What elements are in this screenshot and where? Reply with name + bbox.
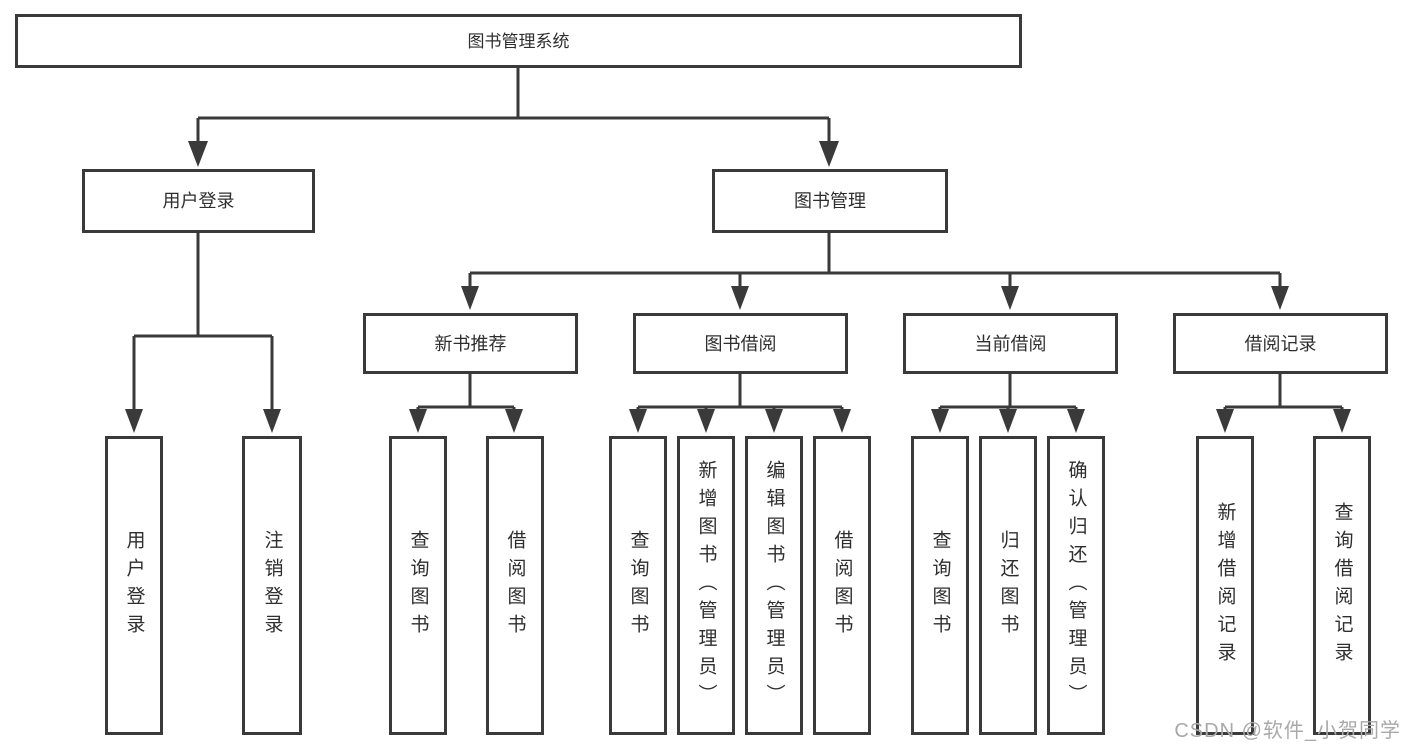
leaf-logout: 注销登录 [242, 436, 302, 735]
leaf-confirm-return-admin-label: 确认归还（管理员） [1065, 459, 1087, 712]
leaf-query-books-recommend: 查询图书 [389, 436, 447, 735]
leaf-user-login: 用户登录 [105, 436, 163, 735]
node-current-borrow-label: 当前借阅 [974, 333, 1047, 354]
leaf-return-books-label: 归还图书 [997, 529, 1019, 642]
leaf-query-books-recommend-label: 查询图书 [407, 529, 429, 642]
leaf-query-books-current-label: 查询图书 [929, 529, 951, 642]
leaf-logout-label: 注销登录 [261, 529, 283, 642]
node-book-borrow: 图书借阅 [633, 313, 848, 374]
leaf-borrow-books-recommend-label: 借阅图书 [504, 529, 526, 642]
leaf-query-books-current: 查询图书 [911, 436, 969, 735]
node-borrow-records-label: 借阅记录 [1244, 333, 1317, 354]
node-root-label: 图书管理系统 [467, 31, 570, 51]
leaf-query-borrow-record-label: 查询借阅记录 [1331, 501, 1353, 670]
node-book-management: 图书管理 [712, 169, 948, 233]
leaf-add-books-admin-label: 新增图书（管理员） [695, 459, 717, 712]
node-book-borrow-label: 图书借阅 [704, 333, 777, 354]
csdn-watermark: CSDN @软件_小贺同学 [1174, 720, 1401, 742]
node-book-management-label: 图书管理 [794, 191, 866, 211]
node-new-book-recommend: 新书推荐 [363, 313, 578, 374]
node-new-book-recommend-label: 新书推荐 [434, 333, 507, 354]
leaf-add-books-admin: 新增图书（管理员） [677, 436, 735, 735]
node-user-login: 用户登录 [82, 169, 315, 233]
node-borrow-records: 借阅记录 [1173, 313, 1388, 374]
leaf-query-books-borrow: 查询图书 [609, 436, 667, 735]
leaf-user-login-label: 用户登录 [123, 529, 145, 642]
node-current-borrow: 当前借阅 [903, 313, 1118, 374]
leaf-add-borrow-record-label: 新增借阅记录 [1214, 501, 1236, 670]
leaf-borrow-books-borrow: 借阅图书 [813, 436, 871, 735]
leaf-return-books: 归还图书 [979, 436, 1037, 735]
leaf-add-borrow-record: 新增借阅记录 [1196, 436, 1254, 735]
leaf-confirm-return-admin: 确认归还（管理员） [1047, 436, 1105, 735]
leaf-edit-books-admin: 编辑图书（管理员） [745, 436, 803, 735]
leaf-borrow-books-borrow-label: 借阅图书 [831, 529, 853, 642]
leaf-query-books-borrow-label: 查询图书 [627, 529, 649, 642]
leaf-edit-books-admin-label: 编辑图书（管理员） [763, 459, 785, 712]
node-user-login-label: 用户登录 [162, 191, 235, 211]
leaf-query-borrow-record: 查询借阅记录 [1313, 436, 1371, 735]
leaf-borrow-books-recommend: 借阅图书 [486, 436, 544, 735]
node-root-system: 图书管理系统 [15, 14, 1022, 68]
